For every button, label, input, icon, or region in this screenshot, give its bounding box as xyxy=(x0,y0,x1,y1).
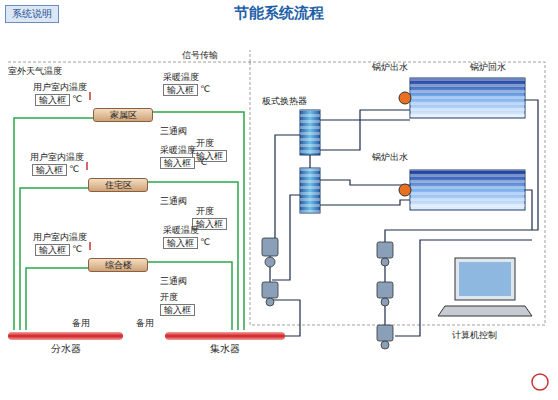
label: 板式换热器 xyxy=(262,96,307,107)
label: 三通阀 xyxy=(160,196,187,207)
manifold-bar: 分水器 xyxy=(8,330,123,356)
label: 用户室内温度 xyxy=(30,152,84,163)
building-box: 家属区 xyxy=(93,108,153,122)
label: 开度 xyxy=(160,292,178,303)
manifold-pipe xyxy=(165,332,285,340)
input-box: 输入框 xyxy=(35,244,70,256)
pipe-connector xyxy=(20,188,88,330)
input-box: 输入框 xyxy=(160,157,195,169)
boiler xyxy=(399,78,525,210)
label: 锅炉回水 xyxy=(470,62,506,73)
heading-box: 系统说明 xyxy=(5,5,59,23)
label: 锅炉出水 xyxy=(372,152,408,163)
label: 采暖温度 xyxy=(160,145,196,156)
label: ℃ xyxy=(72,94,82,105)
label: ℃ xyxy=(200,237,210,248)
node-text: 家属区 xyxy=(110,109,137,122)
pipe-connector xyxy=(153,112,244,330)
label: 三通阀 xyxy=(160,126,187,137)
node-text: 输入框 xyxy=(167,84,194,97)
building-box: 住宅区 xyxy=(88,178,148,192)
title: 节能系统流程 xyxy=(0,4,558,23)
label: 采暖温度 xyxy=(163,72,199,83)
node-text: 输入框 xyxy=(36,164,63,177)
label: 信号传输 xyxy=(182,50,218,61)
building-box: 综合楼 xyxy=(88,258,148,272)
node-text: 分水器 xyxy=(51,342,81,356)
label: 开度 xyxy=(196,138,214,149)
label: ℃ xyxy=(72,244,82,255)
label: 备用 xyxy=(136,318,154,329)
signal-frame xyxy=(8,50,545,325)
node-text: 输入框 xyxy=(164,304,191,317)
manifold-pipe xyxy=(8,332,123,340)
input-box: 输入框 xyxy=(163,84,198,96)
pipe-connector xyxy=(148,262,232,330)
label: 用户室内温度 xyxy=(33,232,87,243)
node-text: 输入框 xyxy=(196,218,223,231)
pipe-connector xyxy=(14,118,93,330)
label: 备用 xyxy=(72,318,90,329)
node-text: 输入框 xyxy=(39,94,66,107)
node-text: 输入框 xyxy=(39,244,66,257)
label: 计算机控制 xyxy=(452,330,497,341)
node-text: 住宅区 xyxy=(105,179,132,192)
input-box: 输入框 xyxy=(35,94,70,106)
label: 室外天气温度 xyxy=(8,66,62,77)
input-box: 输入框 xyxy=(32,164,67,176)
label: 用户室内温度 xyxy=(33,82,87,93)
label: 开度 xyxy=(196,206,214,217)
node-text: 综合楼 xyxy=(105,259,132,272)
label: 三通阀 xyxy=(160,276,187,287)
label: ℃ xyxy=(200,84,210,95)
input-box: 输入框 xyxy=(163,237,198,249)
computer-icon xyxy=(438,258,532,316)
label: ℃ xyxy=(69,164,79,175)
label: 锅炉出水 xyxy=(372,62,408,73)
node-text: 集水器 xyxy=(210,342,240,356)
label: ℃ xyxy=(197,157,207,168)
pipe-connector xyxy=(148,182,238,330)
node-text: 输入框 xyxy=(167,237,194,250)
node-text: 输入框 xyxy=(164,157,191,170)
logo xyxy=(532,374,548,390)
manifold-bar: 集水器 xyxy=(165,330,285,356)
node-text: 系统说明 xyxy=(12,7,52,21)
input-box: 输入框 xyxy=(160,304,195,316)
heat-exchanger xyxy=(300,110,320,213)
label: 采暖温度 xyxy=(163,225,199,236)
thermometer xyxy=(87,92,90,250)
pipes xyxy=(270,100,538,336)
